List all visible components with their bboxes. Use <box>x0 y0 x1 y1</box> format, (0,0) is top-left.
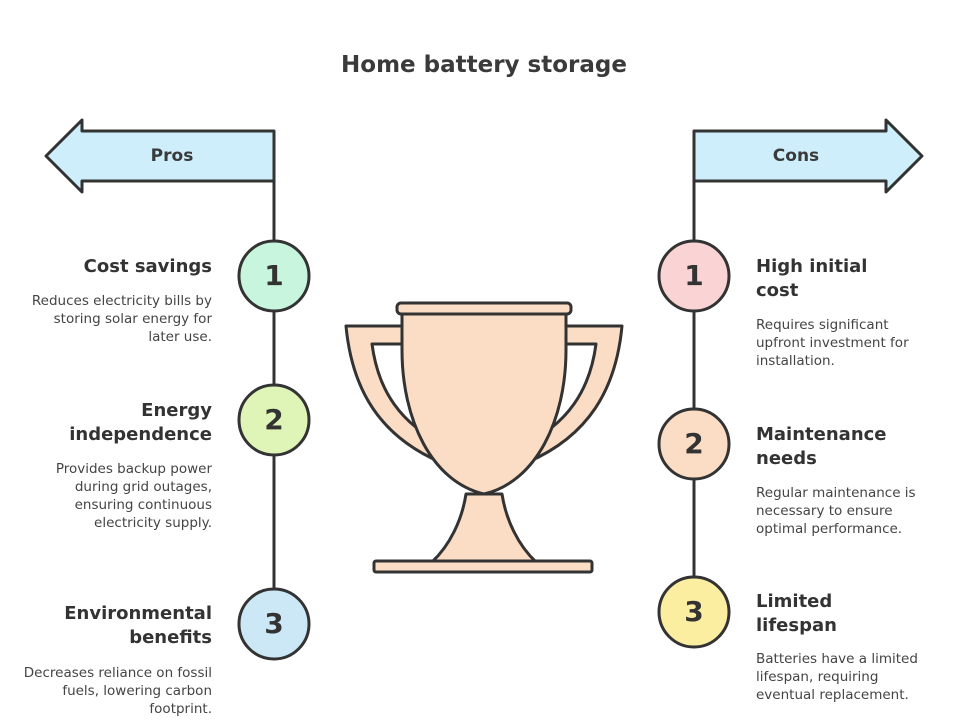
page-title: Home battery storage <box>341 52 627 78</box>
cons-item-title-3: Limited lifespan <box>756 591 837 636</box>
pros-item-desc-3: Decreases reliance on fossil fuels, lowe… <box>23 665 212 717</box>
pros-item-title-3: Environmental benefits <box>64 603 212 648</box>
trophy-icon <box>344 301 624 574</box>
cons-number-1: 1 <box>684 259 704 292</box>
cons-item-desc-2: Regular maintenance is necessary to ensu… <box>756 485 916 537</box>
cons-item-title-2: Maintenance needs <box>756 424 887 469</box>
cons-label: Cons <box>772 146 820 166</box>
cons-item-title-1: High initial cost <box>756 256 868 301</box>
pros-circle-1 <box>237 239 311 313</box>
pros-item-desc-2: Provides backup power during grid outage… <box>55 461 212 531</box>
cons-circle-3 <box>657 575 731 649</box>
cons-item-desc-1: Requires significant upfront investment … <box>756 317 909 369</box>
pros-item-desc-1: Reduces electricity bills by storing sol… <box>31 293 212 345</box>
cons-circle-1 <box>657 239 731 313</box>
cons-number-2: 2 <box>684 427 704 460</box>
pros-number-1: 1 <box>264 259 284 292</box>
pros-label: Pros <box>150 146 194 166</box>
pros-item-title-2: Energy independence <box>69 400 212 445</box>
pros-number-3: 3 <box>264 607 284 640</box>
pros-item-title-1: Cost savings <box>83 256 212 277</box>
arrow-right-icon <box>692 118 924 194</box>
cons-item-desc-3: Batteries have a limited lifespan, requi… <box>756 651 918 703</box>
cons-circle-2 <box>657 407 731 481</box>
arrow-left-icon <box>44 118 276 194</box>
pros-circle-3 <box>237 587 311 661</box>
pros-circle-2 <box>237 383 311 457</box>
pros-number-2: 2 <box>264 403 284 436</box>
cons-number-3: 3 <box>684 595 704 628</box>
